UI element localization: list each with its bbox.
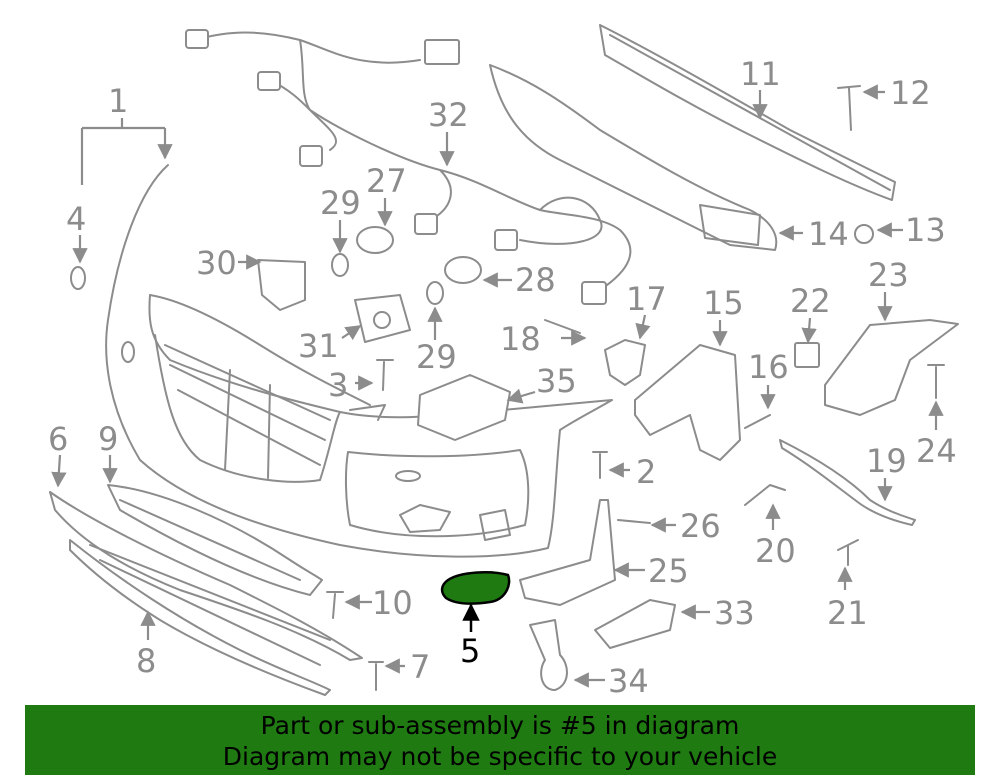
callout-21: 21 [827, 594, 868, 632]
callout-12: 12 [890, 74, 931, 112]
callout-30: 30 [196, 244, 237, 282]
callout-29-bottom: 29 [416, 338, 457, 376]
callout-24: 24 [916, 432, 957, 470]
callout-32: 32 [428, 96, 469, 134]
callout-2: 2 [636, 453, 656, 491]
callout-18: 18 [500, 320, 541, 358]
highlighted-part-5[interactable] [440, 571, 511, 605]
callout-8: 8 [136, 642, 156, 680]
callout-16: 16 [748, 348, 789, 386]
callout-14: 14 [808, 215, 849, 253]
info-banner: Part or sub-assembly is #5 in diagram Di… [25, 705, 975, 775]
bumper-cover [105, 164, 613, 558]
callout-7: 7 [410, 648, 430, 686]
callout-35: 35 [536, 362, 577, 400]
callout-22: 22 [790, 282, 831, 320]
callout-1: 1 [108, 82, 128, 120]
callout-9: 9 [98, 420, 118, 458]
callout-33: 33 [714, 594, 755, 632]
banner-line-part: Part or sub-assembly is #5 in diagram [260, 711, 740, 740]
callout-6: 6 [48, 420, 68, 458]
leader-lines [51, 84, 944, 688]
callout-20: 20 [755, 532, 796, 570]
callout-25: 25 [648, 552, 689, 590]
callout-labels: 1 2 3 4 5 6 7 8 9 10 11 12 13 14 15 16 1… [48, 55, 957, 700]
callout-13: 13 [905, 211, 946, 249]
lower-grilles [49, 484, 363, 696]
callout-26: 26 [680, 507, 721, 545]
impact-bar [489, 24, 896, 251]
callout-27: 27 [366, 162, 407, 200]
callout-17: 17 [626, 280, 667, 318]
callout-29-top: 29 [320, 184, 361, 222]
callout-34: 34 [608, 662, 649, 700]
brackets [70, 85, 959, 691]
callout-15: 15 [703, 284, 744, 322]
callout-23: 23 [868, 256, 909, 294]
wiring-harness [185, 29, 632, 305]
callout-10: 10 [372, 584, 413, 622]
callout-11: 11 [740, 55, 781, 93]
callout-5: 5 [460, 632, 480, 670]
callout-28: 28 [515, 261, 556, 299]
banner-line-disclaimer: Diagram may not be specific to your vehi… [222, 742, 778, 771]
callout-4: 4 [66, 200, 86, 238]
callout-19: 19 [866, 442, 907, 480]
callout-31: 31 [298, 327, 339, 365]
callout-3: 3 [328, 366, 348, 404]
